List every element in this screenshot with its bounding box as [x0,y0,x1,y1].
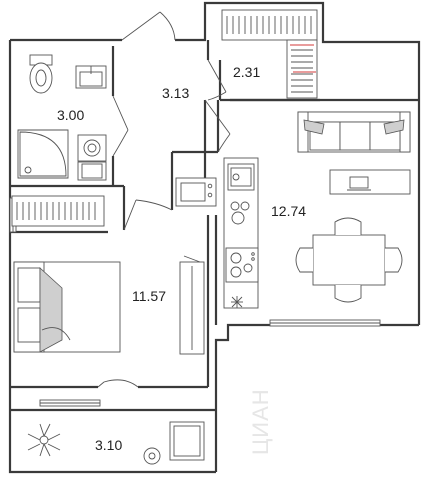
table-small [143,447,161,465]
wardrobe-bedroom [11,195,105,227]
area-label-kitchen-living: 12.74 [271,203,306,219]
cabinet [77,161,107,181]
living-door [204,99,231,153]
area-label-bedroom: 11.57 [132,288,166,304]
bed [13,261,121,353]
bedroom-door [123,199,173,231]
tv-stand [329,169,411,195]
area-label-hallway: 3.13 [162,85,189,101]
shower-tray [17,129,69,179]
bathroom-fixtures [17,54,107,181]
area-label-storage: 2.31 [233,64,260,80]
balcony-door [97,379,139,388]
storage-door [207,59,227,101]
watermark: ЦИАН [248,388,273,455]
bathroom-door [112,95,129,157]
entrance-door [121,11,176,41]
sofa [297,111,411,153]
tv-unit [179,255,205,355]
armchair [169,421,205,461]
dining-table [312,234,386,286]
doors [97,11,231,388]
fridge-snowflake-icon [231,296,243,308]
microwave [175,177,217,207]
plant [27,423,61,457]
kitchen-counter [175,157,259,309]
area-label-balcony: 3.10 [95,437,122,453]
stove [225,247,259,283]
area-label-bathroom: 3.00 [57,107,84,123]
laptop-icon [349,176,369,189]
hob-small [230,201,250,225]
dining-set [295,217,403,303]
watermark-text: ЦИАН [248,388,273,455]
interior-walls [10,40,419,412]
storage-shelves [221,9,318,99]
